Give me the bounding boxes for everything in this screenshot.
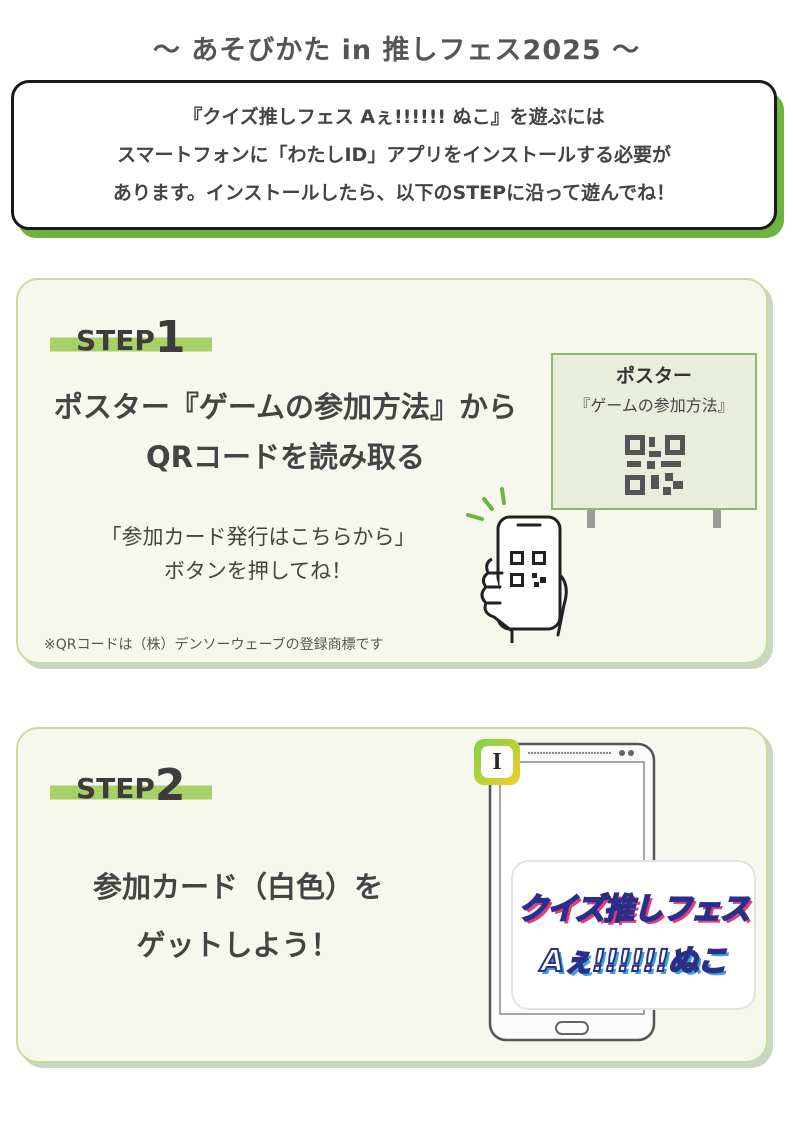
poster-illustration: ポスター 『ゲームの参加方法』 bbox=[551, 353, 757, 510]
qr-code-icon bbox=[625, 435, 685, 495]
heading-line: QRコードを読み取る bbox=[146, 440, 425, 474]
instruction-line: 「参加カード発行はこちらから」 bbox=[100, 525, 416, 549]
poster-title: ポスター bbox=[615, 365, 692, 387]
poster-leg bbox=[587, 510, 595, 528]
game-logo-line: クイズ推しフェス bbox=[517, 891, 751, 928]
intro-line: スマートフォンに「わたしID」アプリをインストールする必要が bbox=[117, 144, 671, 166]
heading-line: ポスター『ゲームの参加方法』から bbox=[53, 390, 518, 424]
app-icon-letter: I bbox=[481, 746, 513, 778]
step2-label: STEP2 bbox=[50, 760, 212, 811]
app-icon: I bbox=[474, 739, 520, 785]
step-word: STEP bbox=[76, 324, 155, 357]
hand-phone-icon bbox=[466, 487, 568, 643]
trademark-note: ※QRコードは（株）デンソーウェーブの登録商標です bbox=[44, 637, 384, 653]
intro-line: あります。インストールしたら、以下のSTEPに沿って遊んでね！ bbox=[112, 182, 676, 204]
step2-heading: 参加カード（白色）を ゲットしよう！ bbox=[28, 858, 448, 974]
poster-subtitle: 『ゲームの参加方法』 bbox=[574, 396, 734, 415]
heading-line: 参加カード（白色）を bbox=[92, 870, 383, 904]
step1-label: STEP1 bbox=[50, 312, 212, 363]
page-title: ～ あそびかた in 推しフェス2025 ～ bbox=[152, 35, 641, 66]
intro-line: 『クイズ推しフェス Aぇ!!!!!! ぬこ』を遊ぶには bbox=[183, 106, 605, 128]
step1-heading: ポスター『ゲームの参加方法』から QRコードを読み取る bbox=[28, 382, 543, 482]
game-logo-line: Aぇ!!!!!!ぬこ bbox=[540, 943, 728, 980]
game-logo-card: クイズ推しフェス Aぇ!!!!!!ぬこ bbox=[511, 860, 756, 1010]
poster-leg bbox=[713, 510, 721, 528]
heading-line: ゲットしよう！ bbox=[136, 928, 340, 962]
step-number: 2 bbox=[154, 760, 186, 811]
intro-box: 『クイズ推しフェス Aぇ!!!!!! ぬこ』を遊ぶには スマートフォンに「わたし… bbox=[11, 80, 777, 230]
step-number: 1 bbox=[154, 312, 186, 363]
step1-instruction: 「参加カード発行はこちらから」 ボタンを押してね！ bbox=[28, 520, 488, 588]
instruction-line: ボタンを押してね！ bbox=[163, 559, 353, 583]
step-word: STEP bbox=[76, 772, 155, 805]
